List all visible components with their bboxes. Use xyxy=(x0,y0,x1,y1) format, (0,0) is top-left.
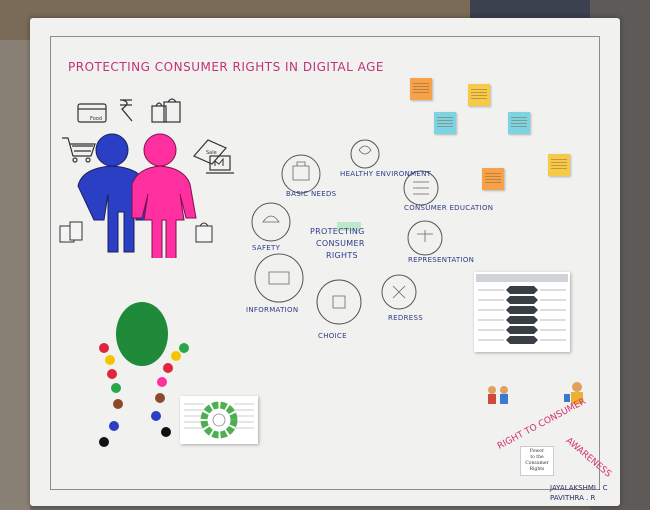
credit-card-icon xyxy=(77,103,107,123)
sale-tag-icon xyxy=(193,139,227,165)
card-line-1: Power xyxy=(529,449,545,454)
sticky-note-orange-2 xyxy=(482,168,504,190)
card-label: Food xyxy=(90,116,102,122)
choice-icon xyxy=(316,279,362,325)
center-label-line-2: CONSUMER xyxy=(316,239,365,248)
right-label-choice: CHOICE xyxy=(318,332,347,340)
signature-2: PAVITHRA . R xyxy=(550,494,596,502)
rights-table-graphic xyxy=(476,274,568,344)
shopping-bags-icon xyxy=(151,98,181,123)
laptop-shop-icon xyxy=(206,155,234,174)
card-line-3: Consumer xyxy=(525,461,549,466)
sticky-note-blue-2 xyxy=(508,112,530,134)
power-consumer-card: Power to the Consumer Rights xyxy=(520,446,554,476)
green-highlight xyxy=(337,222,361,231)
sticky-note-yellow-1 xyxy=(468,84,490,106)
representation-icon xyxy=(407,220,443,256)
safety-icon xyxy=(251,202,291,242)
green-head xyxy=(116,302,168,366)
pink-figure xyxy=(131,133,197,258)
basic-needs-icon xyxy=(281,154,321,194)
healthy-environment-icon xyxy=(350,139,380,169)
information-icon xyxy=(254,253,304,303)
right-label-representation: REPRESENTATION xyxy=(408,256,475,264)
redress-icon xyxy=(381,274,417,310)
tag-label: Sale xyxy=(206,150,217,156)
wheel-graphic xyxy=(184,401,254,439)
cartoon-consumer-icon xyxy=(564,382,583,404)
colored-dots xyxy=(99,343,189,447)
rupee-icon xyxy=(120,99,133,122)
right-label-redress: REDRESS xyxy=(388,314,423,322)
right-label-information: INFORMATION xyxy=(246,306,299,314)
poster-border-line xyxy=(50,36,600,490)
printed-wheel-diagram xyxy=(180,396,258,444)
shopping-cart-icon xyxy=(62,137,96,163)
right-label-safety: SAFETY xyxy=(252,244,281,252)
center-label-line-3: RIGHTS xyxy=(326,251,358,260)
consumer-couple-illustration xyxy=(59,133,213,258)
right-label-consumer-education: CONSUMER EDUCATION xyxy=(404,204,494,212)
card-line-4: Rights xyxy=(529,467,545,472)
right-label-healthy-environment: HEALTHY ENVIRONMENT xyxy=(340,170,432,178)
poster-title: PROTECTING CONSUMER RIGHTS IN DIGITAL AG… xyxy=(68,60,384,74)
sticky-note-yellow-2 xyxy=(548,154,570,176)
center-label: PROTECTING CONSUMER RIGHTS xyxy=(310,226,365,262)
sticky-note-blue-1 xyxy=(434,112,456,134)
card-line-2: to the xyxy=(530,455,544,460)
rights-diagram xyxy=(251,139,443,325)
chart-paper-poster: PROTECTING CONSUMER RIGHTS IN DIGITAL AG… xyxy=(30,18,620,506)
blue-figure xyxy=(77,133,147,253)
printed-rights-table xyxy=(474,272,570,352)
shopping-bag-left-icon xyxy=(59,221,83,243)
consumer-education-icon xyxy=(403,170,439,206)
cartoon-shoppers-icon xyxy=(488,386,508,404)
center-label-line-1: PROTECTING xyxy=(310,227,365,236)
consumer-dots-figure xyxy=(99,302,189,447)
sticky-note-orange-1 xyxy=(410,78,432,100)
shopping-bag-right-icon xyxy=(195,222,213,243)
shopping-icons: Food Sale xyxy=(62,98,227,165)
wall-left xyxy=(0,40,30,510)
signature-1: JAYALAKSHMI . C xyxy=(550,484,608,492)
right-label-basic-needs: BASIC NEEDS xyxy=(286,190,337,198)
